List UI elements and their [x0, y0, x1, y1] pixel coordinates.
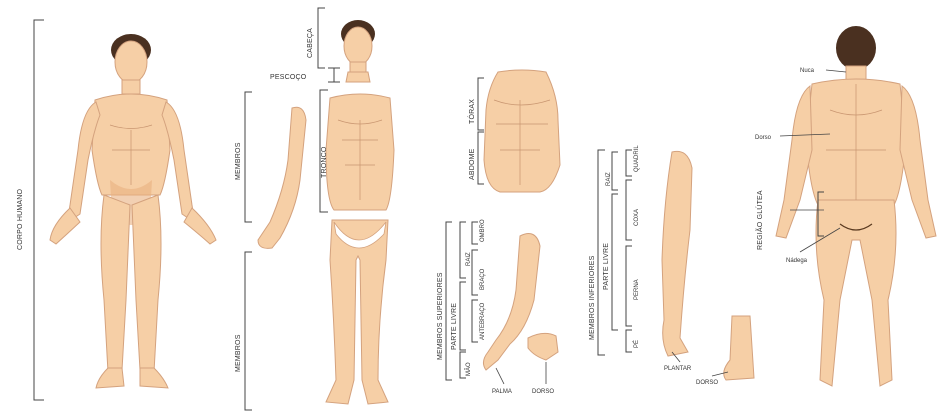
label-dorso-back: Dorso: [755, 135, 772, 141]
label-dorso-pe: DORSO: [696, 380, 718, 386]
label-nuca: Nuca: [800, 68, 815, 74]
label-perna: PERNA: [634, 279, 640, 300]
corpo-humano-bracket: [34, 20, 44, 400]
label-dorso-mao: DORSO: [532, 389, 554, 395]
torso-closeup-figure: TÓRAX ABDOME: [467, 70, 560, 192]
membros-superiores-bracket-2: [446, 222, 452, 380]
label-parte-livre-inf: PARTE LIVRE: [603, 243, 610, 290]
back-view-figure: Nuca Dorso REGIÃO GLÚTEA Nádega: [755, 26, 936, 386]
label-torax: TÓRAX: [467, 99, 476, 124]
label-membros-bottom: MEMBROS: [235, 334, 242, 372]
upper-limb-figure: MEMBROS SUPERIORES RAIZ PARTE LIVRE OMBR…: [437, 219, 558, 395]
label-regiao-glutea: REGIÃO GLÚTEA: [755, 190, 764, 250]
membros-inferiores-bracket: [245, 252, 252, 410]
label-membros-top: MEMBROS: [235, 142, 242, 180]
label-palma: PALMA: [492, 389, 512, 395]
label-corpo-humano: CORPO HUMANO: [17, 189, 24, 250]
label-parte-livre-sup: PARTE LIVRE: [451, 303, 458, 350]
label-plantar: PLANTAR: [664, 366, 692, 372]
label-mao: MÃO: [465, 362, 472, 376]
label-cabeca: CABEÇA: [307, 28, 314, 58]
label-nadega: Nádega: [786, 258, 808, 264]
torax-bracket: [478, 78, 484, 130]
membros-superiores-bracket: [245, 92, 252, 222]
label-pescoco: PESCOÇO: [270, 74, 307, 81]
label-coxa: COXA: [634, 209, 640, 226]
label-tronco: TRONCO: [321, 146, 328, 178]
full-body-front-figure: CORPO HUMANO: [17, 20, 216, 400]
label-raiz-inf: RAIZ: [606, 172, 612, 186]
label-quadril: QUADRIL: [634, 145, 640, 172]
label-abdome: ABDOME: [469, 148, 476, 180]
label-braco: BRAÇO: [480, 268, 486, 290]
label-membros-inferiores: MEMBROS INFERIORES: [589, 255, 596, 340]
label-antebraco: ANTEBRAÇO: [480, 302, 486, 340]
label-ombro: OMBRO: [480, 219, 486, 242]
lower-limb-figure: MEMBROS INFERIORES RAIZ PARTE LIVRE QUAD…: [589, 145, 754, 386]
body-segments-figure: CABEÇA PESCOÇO TRONCO MEMBROS MEMBROS: [235, 8, 394, 410]
cabeca-bracket: [318, 8, 325, 68]
label-raiz-sup: RAIZ: [466, 252, 472, 266]
abdome-bracket: [478, 132, 484, 184]
label-membros-superiores: MEMBROS SUPERIORES: [437, 272, 444, 360]
label-pe: PÉ: [633, 340, 640, 348]
